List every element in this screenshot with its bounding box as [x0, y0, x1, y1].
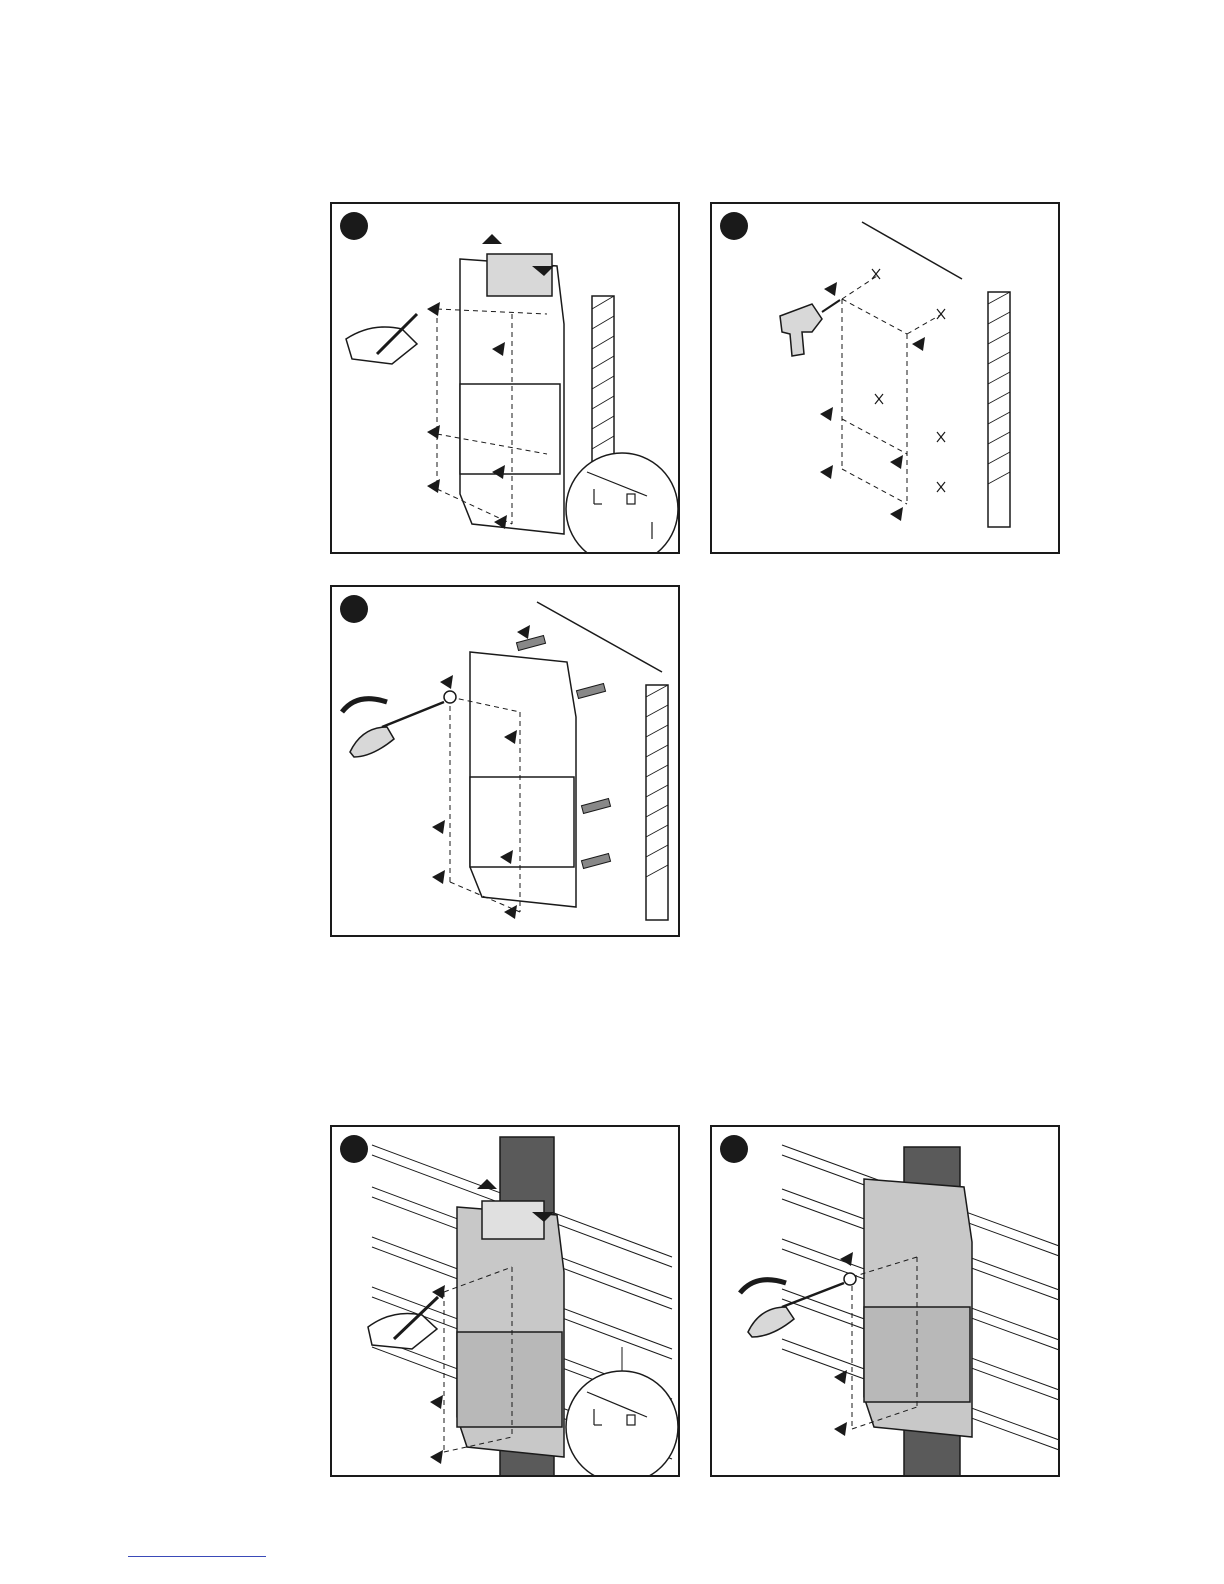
- figure-panel-fasten-to-post: [710, 1125, 1060, 1477]
- figure-panel-mark-holes: [330, 202, 680, 554]
- figure-panel-fasten-to-wall: [330, 585, 680, 937]
- mark-post-illustration: [332, 1127, 680, 1477]
- fasten-post-illustration: [712, 1127, 1060, 1477]
- mark-holes-illustration: [332, 204, 680, 554]
- drill-holes-illustration: [712, 204, 1060, 554]
- footer-rule: [128, 1556, 266, 1557]
- figure-panel-drill-holes: [710, 202, 1060, 554]
- fasten-wall-illustration: [332, 587, 680, 937]
- figure-panel-mark-post: [330, 1125, 680, 1477]
